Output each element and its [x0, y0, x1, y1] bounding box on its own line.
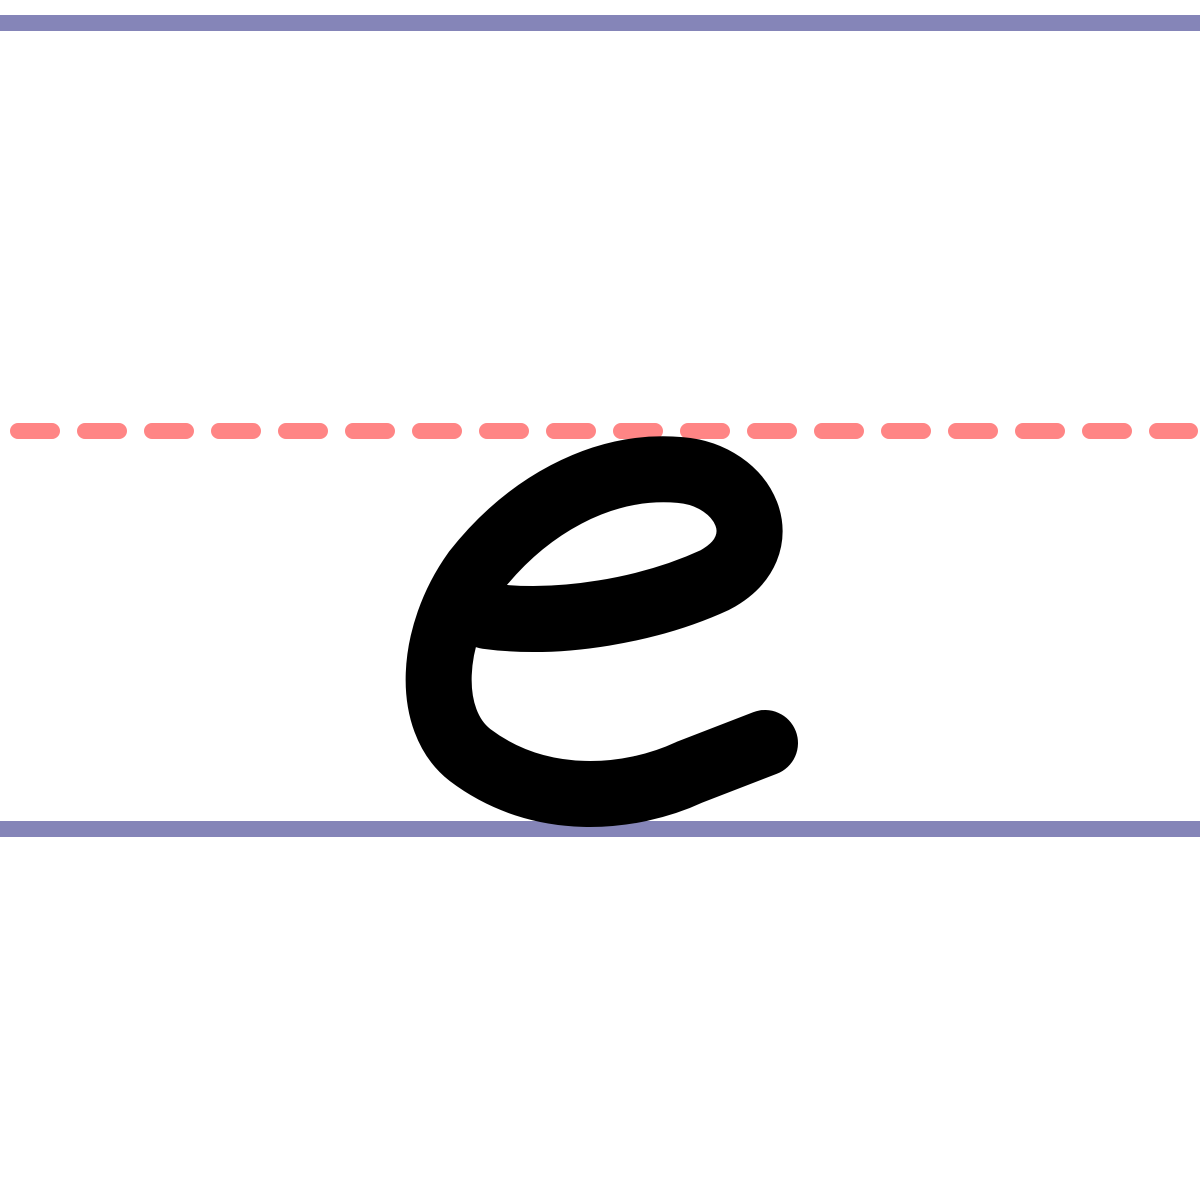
letter-e-glyph: [405, 436, 798, 827]
baseline-guide-line: [0, 821, 1200, 837]
top-guide-line: [0, 15, 1200, 31]
letter-e-stroke: [405, 436, 798, 827]
